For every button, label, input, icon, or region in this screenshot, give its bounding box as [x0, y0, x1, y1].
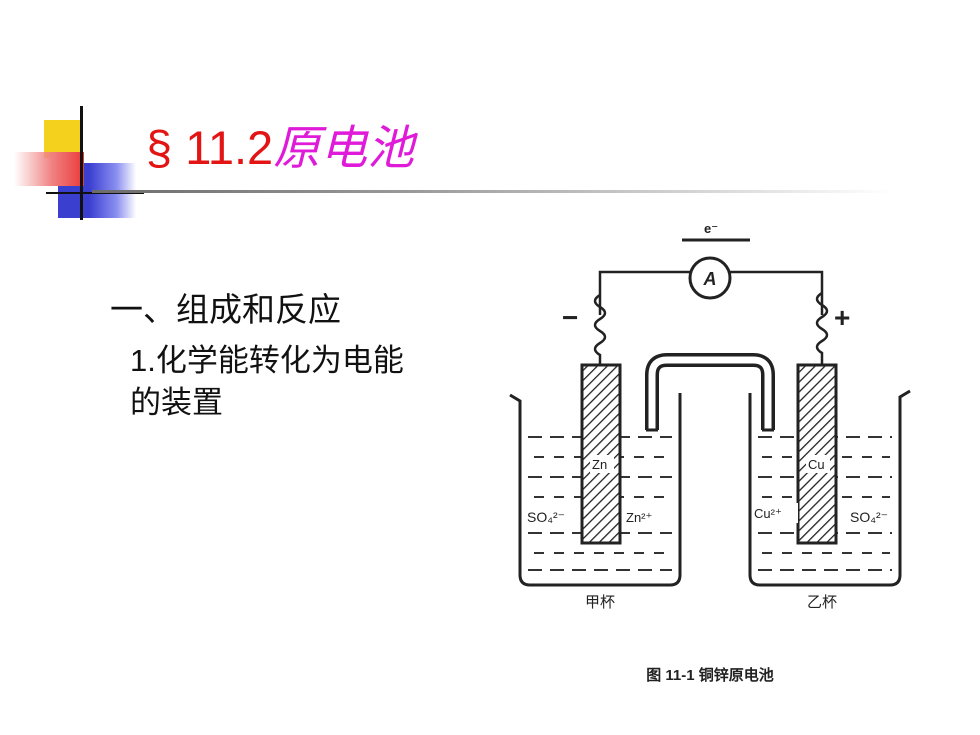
- figure-caption: 图 11-1 铜锌原电池: [646, 666, 774, 684]
- copper-ion-label: Cu²⁺: [754, 506, 782, 521]
- cu-electrode-label: Cu: [808, 457, 825, 472]
- salt-bridge-inner: [648, 356, 772, 430]
- beaker-left-label: 甲杯: [585, 594, 615, 611]
- zinc-ion-label: Zn²⁺: [626, 510, 652, 525]
- decor-horizontal-line: [46, 192, 144, 194]
- ammeter-label: A: [703, 269, 717, 289]
- bullet-energy-conversion: 1.化学能转化为电能的装置: [130, 340, 430, 424]
- decor-yellow-square: [44, 120, 82, 158]
- negative-sign: −: [562, 302, 578, 333]
- slide-title: § 11.2原电池: [146, 118, 414, 179]
- wire-left: [598, 270, 690, 315]
- sulfate-left-label: SO₄²⁻: [527, 509, 565, 525]
- beaker-right: [748, 389, 911, 587]
- beaker-left: [509, 393, 682, 587]
- title-text: 原电池: [273, 121, 415, 176]
- coil-left-icon: [593, 293, 607, 365]
- bullet-text: 化学能转化为电能的装置: [130, 343, 404, 421]
- positive-sign: +: [834, 302, 850, 333]
- wire-right: [730, 270, 824, 315]
- title-section-number: § 11.2: [146, 121, 274, 174]
- electron-label: e⁻: [704, 221, 718, 236]
- copper-electrode: [796, 363, 838, 545]
- galvanic-cell-svg: e⁻ A − + Zn Cu: [509, 221, 911, 684]
- bullet-composition-reaction: 一、组成和反应: [110, 290, 341, 329]
- decor-red-square: [14, 152, 84, 186]
- ammeter-icon: [688, 256, 732, 300]
- decor-vertical-line: [80, 106, 83, 220]
- galvanic-cell-diagram: e⁻ A − + Zn Cu: [500, 215, 920, 695]
- bullet-number: 1.: [130, 343, 156, 378]
- zinc-electrode: [580, 363, 622, 545]
- title-underline: [92, 190, 892, 193]
- beaker-right-label: 乙杯: [807, 594, 837, 611]
- coil-right-icon: [815, 291, 829, 365]
- zn-electrode-label: Zn: [592, 457, 607, 472]
- sulfate-right-label: SO₄²⁻: [850, 509, 888, 525]
